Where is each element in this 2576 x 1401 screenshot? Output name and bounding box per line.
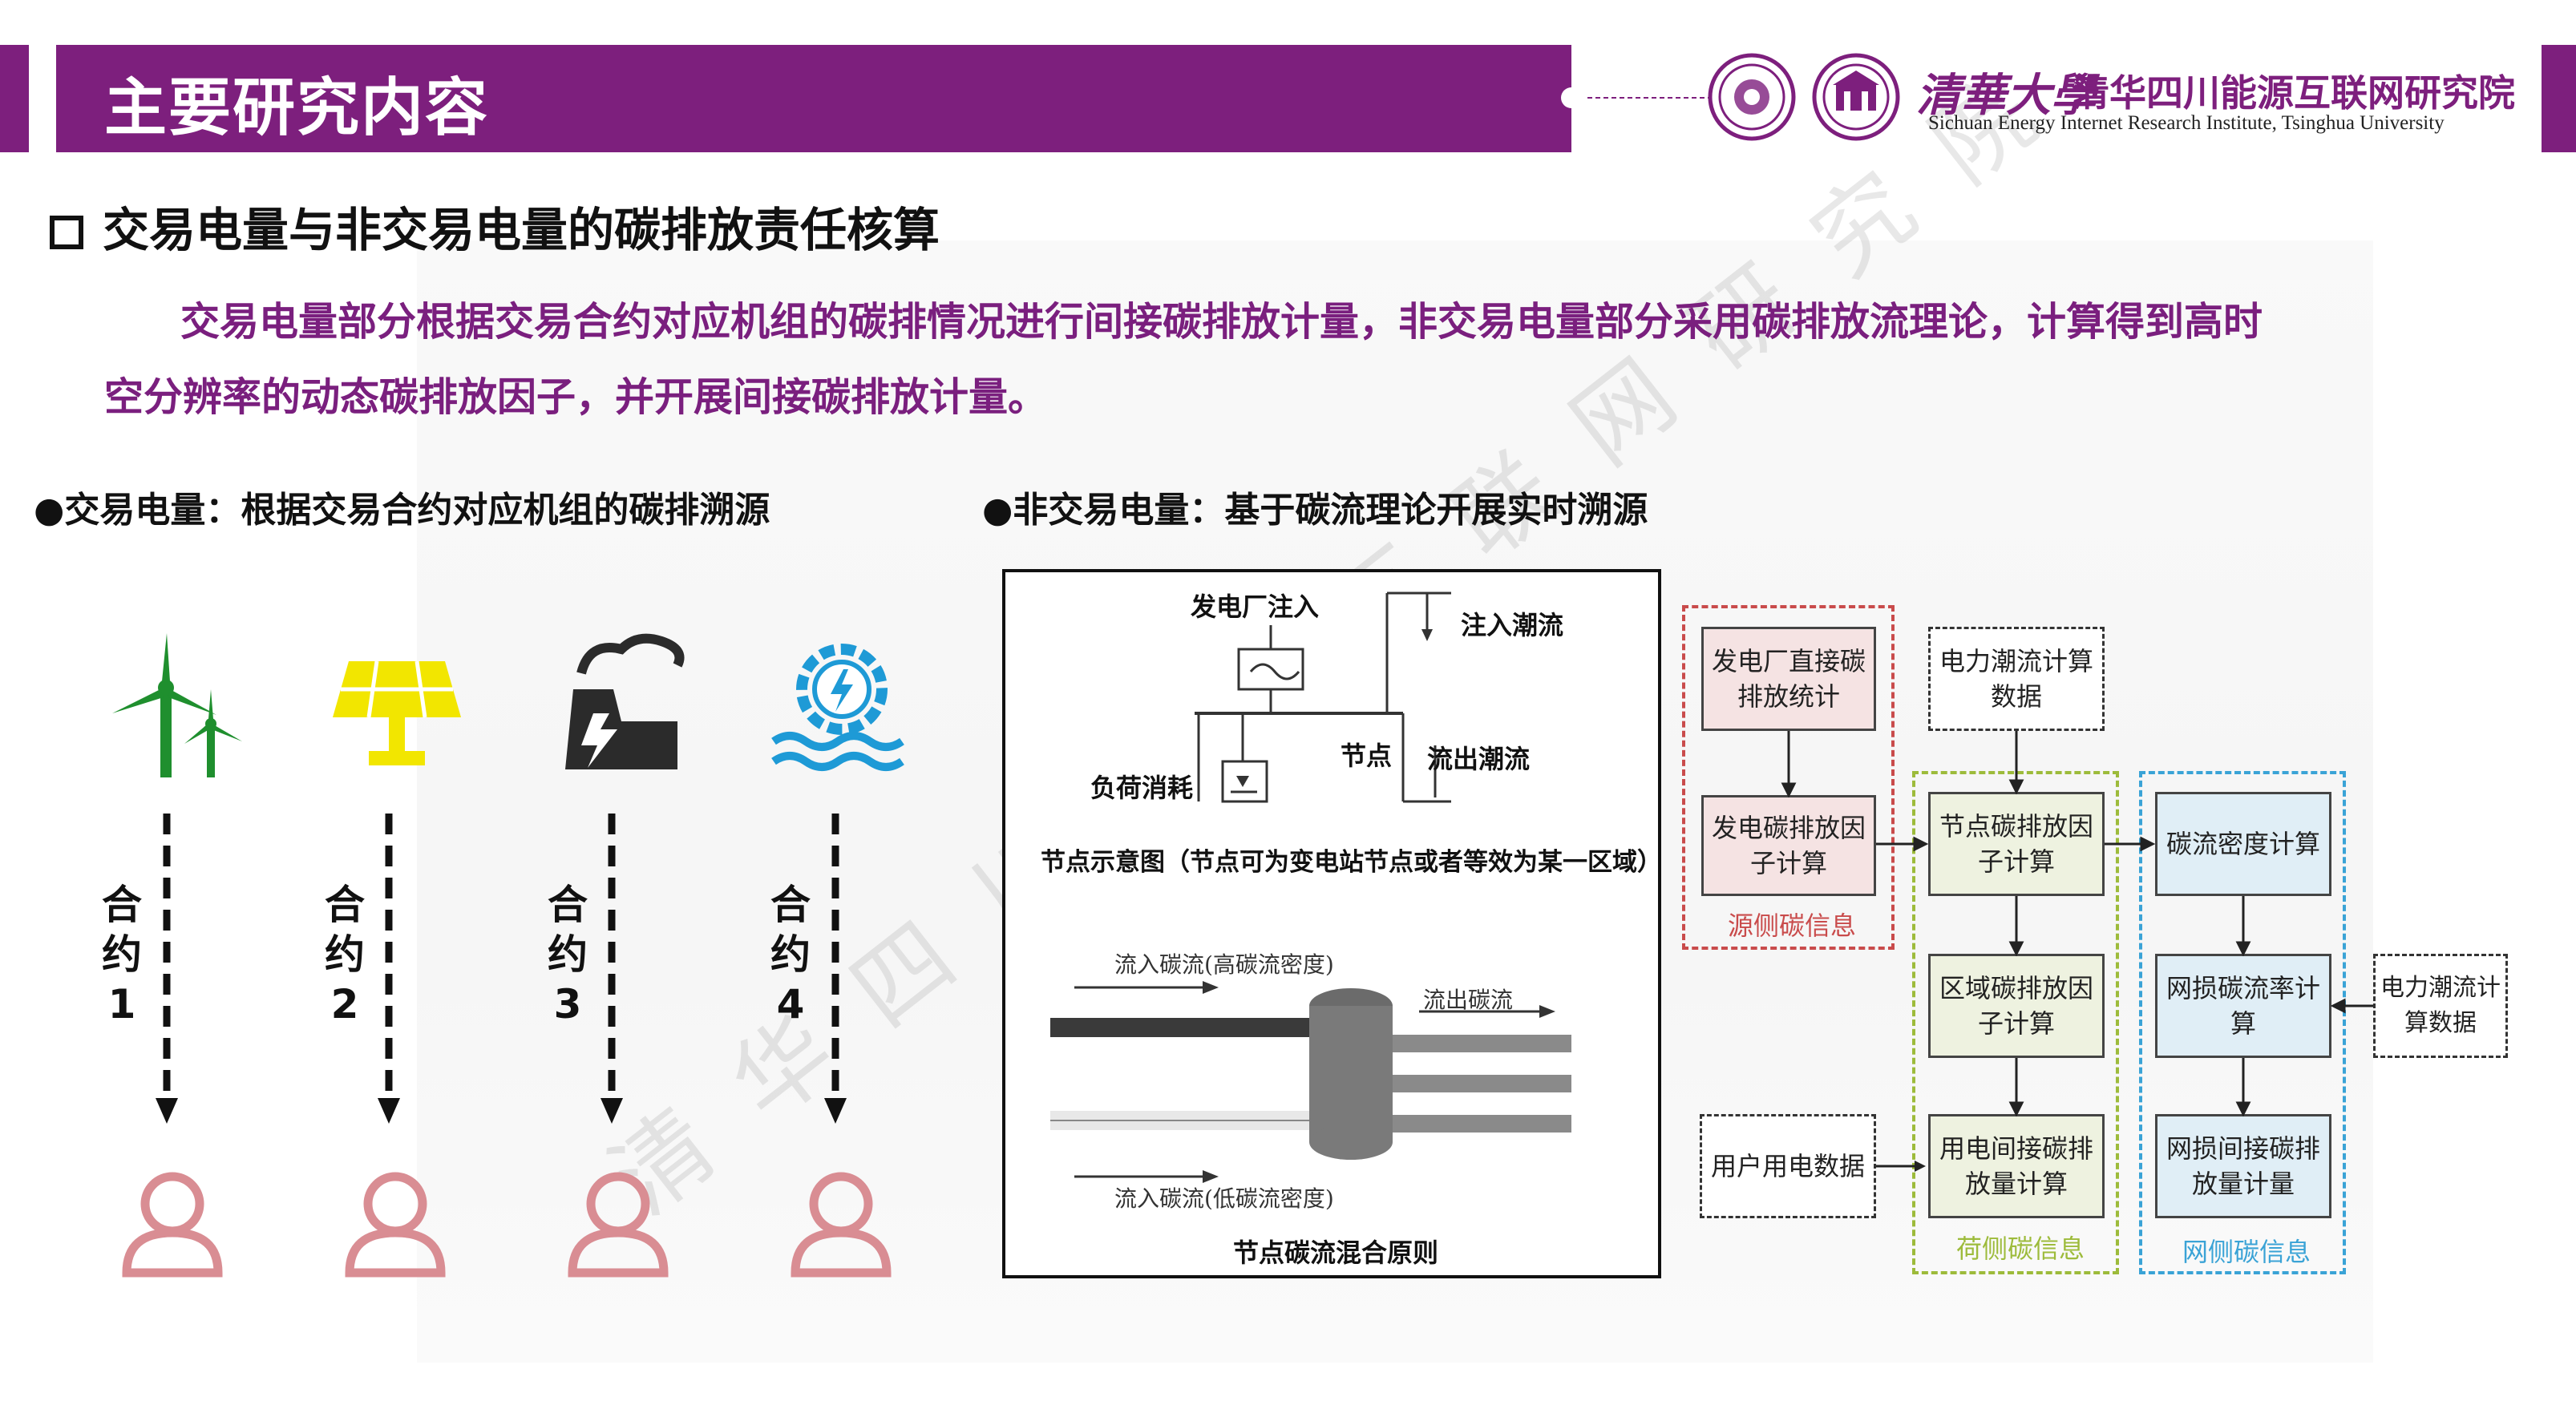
user-icon-4 <box>791 1172 892 1278</box>
institute-seal-logo <box>1812 53 1900 141</box>
power-flow-data-box: 电力潮流计算数据 <box>1928 627 2105 731</box>
header-right-accent <box>2542 45 2576 152</box>
plant-direct-emission-box: 发电厂直接碳排放统计 <box>1701 627 1876 731</box>
flowchart-arrows <box>1781 731 2373 1117</box>
header-bar <box>56 45 1571 152</box>
mixing-caption: 节点碳流混合原则 <box>1233 1237 1439 1268</box>
carbon-density-box: 碳流密度计算 <box>2155 792 2331 896</box>
power-plant-icon <box>565 633 685 769</box>
page-title: 主要研究内容 <box>104 72 490 144</box>
checkbox-square-icon <box>50 216 83 249</box>
user-icon-2 <box>345 1172 446 1278</box>
solar-panel-icon <box>333 660 461 765</box>
node-caption: 节点示意图（节点可为变电站节点或者等效为某一区域） <box>1041 848 1662 877</box>
header-arrow-connector <box>1561 87 1714 108</box>
in-high-label: 流入碳流(高碳流密度) <box>1114 951 1334 978</box>
gen-emission-factor-box: 发电碳排放因子计算 <box>1701 795 1876 896</box>
institute-name-en: Sichuan Energy Internet Research Institu… <box>1928 112 2445 134</box>
tsinghua-seal-logo <box>1708 53 1796 141</box>
left-heading: ●交易电量：根据交易合约对应机组的碳排溯源 <box>34 490 770 531</box>
section-title-text: 交易电量与非交易电量的碳排放责任核算 <box>103 203 940 257</box>
grid-group <box>2139 771 2346 1274</box>
right-heading: ●非交易电量：基于碳流理论开展实时溯源 <box>982 490 1648 531</box>
plant-injection-label: 发电厂注入 <box>1191 591 1320 622</box>
institute-name-cn: 清华四川能源互联网研究院 <box>2073 71 2515 115</box>
tsinghua-calligraphy-logo: 清華大學 <box>1916 69 2096 122</box>
out-flow-label: 流出潮流 <box>1427 744 1531 774</box>
node-emission-factor-box: 节点碳排放因子计算 <box>1928 792 2105 896</box>
node-schematic <box>1050 591 1571 1183</box>
grid-group-label: 网侧碳信息 <box>2182 1237 2311 1267</box>
node-diagram-panel <box>1002 569 1661 1278</box>
loss-indirect-emission-box: 网损间接碳排放量计量 <box>2155 1114 2331 1218</box>
source-group <box>1682 605 1895 950</box>
wind-turbine-icon <box>112 633 242 777</box>
inject-flow-label: 注入潮流 <box>1461 610 1564 640</box>
user-data-arrow <box>1876 1161 1926 1172</box>
user-indirect-emission-box: 用电间接碳排放量计算 <box>1928 1114 2105 1218</box>
load-consumption-label: 负荷消耗 <box>1090 773 1194 803</box>
description-line-2: 空分辨率的动态碳排放因子，并开展间接碳排放计量。 <box>104 374 1048 420</box>
out-carbon-label: 流出碳流 <box>1423 987 1514 1013</box>
description-line-1: 交易电量部分根据交易合约对应机组的碳排情况进行间接碳排放计量，非交易电量部分采用… <box>180 299 2263 345</box>
load-group-label: 荷侧碳信息 <box>1956 1233 2085 1264</box>
user-icon-3 <box>568 1172 669 1278</box>
in-low-label: 流入碳流(低碳流密度) <box>1114 1185 1334 1212</box>
source-group-label: 源侧碳信息 <box>1728 910 1857 941</box>
contract-arrows <box>156 814 847 1124</box>
hydro-power-icon <box>771 644 904 771</box>
user-data-box: 用户用电数据 <box>1700 1114 1876 1218</box>
node-label: 节点 <box>1341 741 1393 771</box>
section-title: 交易电量与非交易电量的碳排放责任核算 <box>50 192 940 260</box>
header-left-accent <box>0 45 29 152</box>
user-icon-1 <box>122 1172 223 1278</box>
power-flow-data-box-2: 电力潮流计算数据 <box>2373 954 2508 1058</box>
